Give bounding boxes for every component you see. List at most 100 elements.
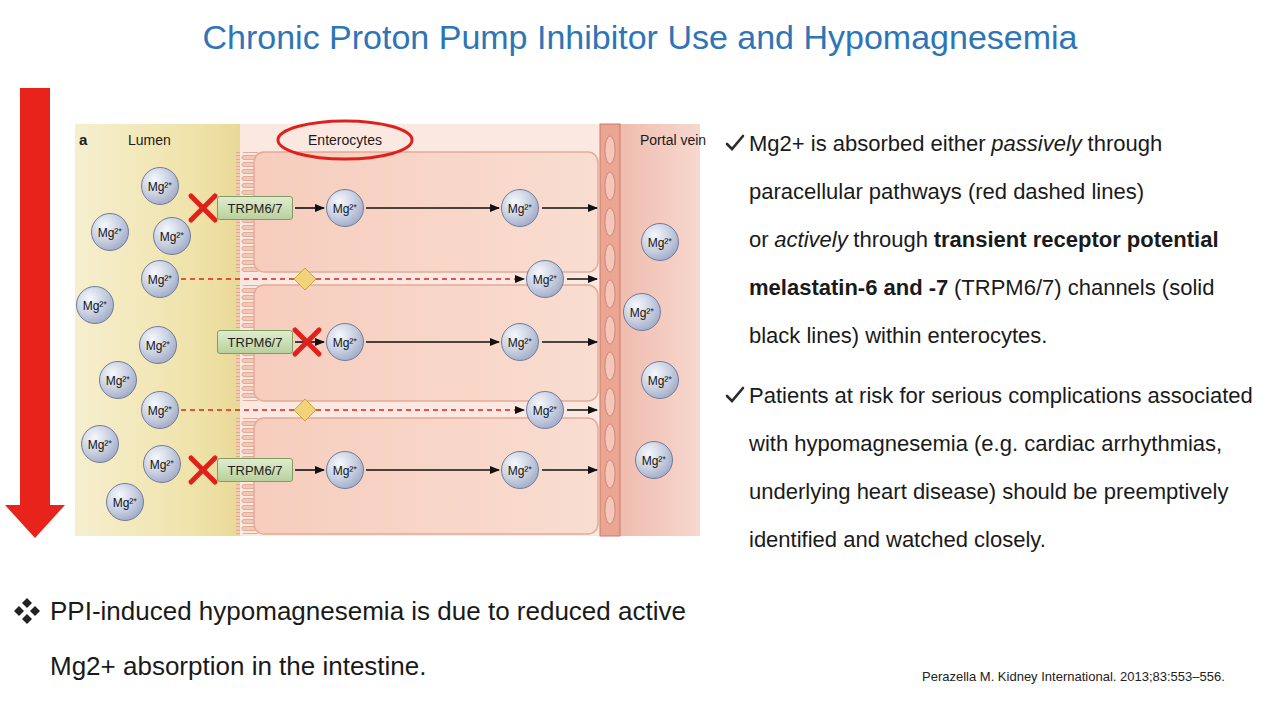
magnesium-ion: Mg²⁺ xyxy=(91,213,129,251)
flow-arrow xyxy=(5,88,65,538)
magnesium-ion: Mg²⁺ xyxy=(501,189,539,227)
node-text-box: Mg²⁺ xyxy=(146,337,171,354)
ion-label: Mg²⁺ xyxy=(508,334,533,351)
magnesium-ion: Mg²⁺ xyxy=(326,323,364,361)
node-text-box: Mg²⁺ xyxy=(333,334,358,351)
node-text-box: Mg²⁺ xyxy=(150,456,175,473)
node-text-box: Mg²⁺ xyxy=(113,494,138,511)
node-text-box: Mg²⁺ xyxy=(508,462,533,479)
ion-label: Mg²⁺ xyxy=(148,178,173,195)
node-text-box: Mg²⁺ xyxy=(88,436,113,453)
node-text-box: Mg²⁺ xyxy=(508,334,533,351)
connector xyxy=(366,341,499,343)
slide-title: Chronic Proton Pump Inhibitor Use and Hy… xyxy=(0,18,1280,57)
connector xyxy=(295,469,324,471)
connector xyxy=(181,409,524,411)
bullet-item: Patients at risk for serious complicatio… xyxy=(725,372,1255,564)
tight-junction xyxy=(294,399,316,421)
magnesium-ion: Mg²⁺ xyxy=(526,260,564,298)
bullet-text: PPI-induced hypomagnesemia is due to red… xyxy=(50,584,704,694)
ion-label: Mg²⁺ xyxy=(88,436,113,453)
ion-label: Mg²⁺ xyxy=(333,334,358,351)
magnesium-ion: Mg²⁺ xyxy=(99,361,137,399)
trpm-channel: TRPM6/7 xyxy=(217,330,293,354)
panel-letter: a xyxy=(79,131,87,148)
node-text-box: Mg²⁺ xyxy=(148,402,173,419)
text-run: PPI-induced hypomagnesemia is due to red… xyxy=(50,596,686,681)
ion-label: Mg²⁺ xyxy=(148,271,173,288)
text-run: through xyxy=(853,227,928,252)
node-text-box: Mg²⁺ xyxy=(160,228,185,245)
ion-label: Mg²⁺ xyxy=(508,462,533,479)
connector xyxy=(366,469,499,471)
ion-label: Mg²⁺ xyxy=(642,452,667,469)
blocked-mark xyxy=(191,196,319,482)
ion-label: Mg²⁺ xyxy=(148,402,173,419)
bullet-text: Patients at risk for serious complicatio… xyxy=(749,372,1255,564)
ion-label: Mg²⁺ xyxy=(333,200,358,217)
tissue-region xyxy=(240,124,600,536)
magnesium-ion: Mg²⁺ xyxy=(141,260,179,298)
magnesium-ion: Mg²⁺ xyxy=(326,189,364,227)
text-run: Mg2+ is absorbed either xyxy=(749,131,986,156)
magnesium-ion: Mg²⁺ xyxy=(139,326,177,364)
magnesium-ion: Mg²⁺ xyxy=(81,425,119,463)
check-bullet xyxy=(725,133,745,153)
text-run: passively xyxy=(991,131,1081,156)
magnesium-ion: Mg²⁺ xyxy=(76,286,114,324)
ion-label: Mg²⁺ xyxy=(160,228,185,245)
channel-label: TRPM6/7 xyxy=(228,201,283,216)
highlight-ellipse: Enterocytes xyxy=(276,119,414,161)
ion-label: Mg²⁺ xyxy=(106,372,131,389)
ion-label: Mg²⁺ xyxy=(630,304,655,321)
check-bullet xyxy=(725,385,745,405)
node-text-box: Mg²⁺ xyxy=(106,372,131,389)
portal-vein xyxy=(600,124,700,536)
magnesium-ion: Mg²⁺ xyxy=(153,217,191,255)
magnesium-ion: Mg²⁺ xyxy=(641,361,679,399)
node-text-box: Mg²⁺ xyxy=(642,452,667,469)
connector xyxy=(366,207,499,209)
citation: Perazella M. Kidney International. 2013;… xyxy=(922,669,1225,684)
region-label: Portal vein xyxy=(640,132,706,148)
magnesium-ion: Mg²⁺ xyxy=(141,167,179,205)
trpm-channel: TRPM6/7 xyxy=(217,458,293,482)
uptake-arrow xyxy=(542,208,597,470)
magnesium-ion: Mg²⁺ xyxy=(501,451,539,489)
magnesium-ion: Mg²⁺ xyxy=(635,441,673,479)
region-label: Enterocytes xyxy=(308,132,382,148)
magnesium-ion: Mg²⁺ xyxy=(501,323,539,361)
region-label: Lumen xyxy=(128,132,171,148)
node-text-box: Enterocytes xyxy=(308,132,382,148)
ion-label: Mg²⁺ xyxy=(150,456,175,473)
node-text-box: Mg²⁺ xyxy=(508,200,533,217)
magnesium-ion: Mg²⁺ xyxy=(526,391,564,429)
ion-label: Mg²⁺ xyxy=(98,224,123,241)
connector xyxy=(181,278,524,280)
node-text-box: Mg²⁺ xyxy=(148,271,173,288)
node-text-box: Mg²⁺ xyxy=(83,297,108,314)
node-text-box: Mg²⁺ xyxy=(333,462,358,479)
magnesium-ion: Mg²⁺ xyxy=(141,391,179,429)
text-run: Patients at risk for serious complicatio… xyxy=(749,383,1253,552)
ion-label: Mg²⁺ xyxy=(83,297,108,314)
bullet-item: PPI-induced hypomagnesemia is due to red… xyxy=(14,584,704,694)
ion-label: Mg²⁺ xyxy=(648,372,673,389)
ion-label: Mg²⁺ xyxy=(533,271,558,288)
node-text-box: Mg²⁺ xyxy=(333,200,358,217)
node-text-box: Mg²⁺ xyxy=(533,271,558,288)
trpm-channel: TRPM6/7 xyxy=(217,196,293,220)
magnesium-ion: Mg²⁺ xyxy=(143,445,181,483)
bullet-item: Mg2+ is absorbed eitherpassivelythrough … xyxy=(725,120,1255,360)
node-text-box: TRPM6/7 xyxy=(228,201,283,216)
node-text-box: Mg²⁺ xyxy=(533,402,558,419)
ion-label: Mg²⁺ xyxy=(533,402,558,419)
ion-label: Mg²⁺ xyxy=(508,200,533,217)
tight-junction xyxy=(294,268,316,290)
bullet-text: Mg2+ is absorbed eitherpassivelythrough … xyxy=(749,120,1255,360)
ion-label: Mg²⁺ xyxy=(648,234,673,251)
text-run: actively xyxy=(774,227,847,252)
node-text-box: TRPM6/7 xyxy=(228,335,283,350)
ion-label: Mg²⁺ xyxy=(113,494,138,511)
